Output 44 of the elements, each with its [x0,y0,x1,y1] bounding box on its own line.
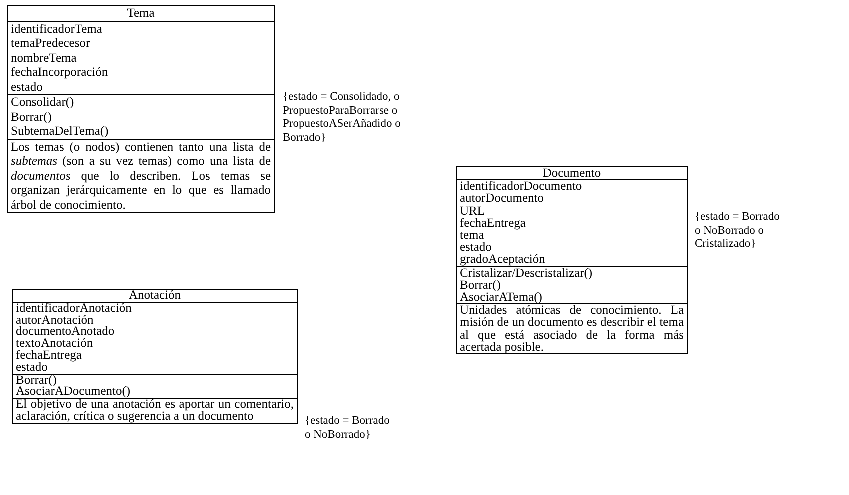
method-name: SubtemaDelTema() [11,124,110,138]
constraint-note: {estado = Consolidado, o PropuestoParaBorrarse o PropuestoASerAñadido o Borrado} [283,91,402,145]
attribute-name: nombreTema [11,50,78,65]
attribute-name: estado [460,241,492,254]
attribute-name: autorAnotación [16,314,94,326]
methods-section [457,266,687,304]
method-name: AsociarATema() [460,291,544,304]
method-name: Borrar() [11,110,53,124]
attribute-name: gradoAceptación [460,253,546,266]
methods-section [8,94,274,138]
attribute-name: identificadorAnotación [16,302,133,315]
attribute-name: URL [460,204,486,217]
attribute-name: identificadorDocumento [460,180,584,192]
attributes-section [13,302,297,374]
attributes-section [8,20,274,94]
class-box [456,166,688,354]
class-name: Anotación [128,290,182,302]
class-box [12,289,298,424]
attribute-name: fechaIncorporación [11,65,110,80]
attribute-name: fechaEntrega [16,350,83,362]
description-text: Unidades atómicas de conocimiento. La misión de un documento es describir el tema al que está asociado de la forma más acertada posible. [460,304,684,354]
method-name: Borrar() [16,374,57,386]
attribute-name: fechaEntrega [460,216,527,230]
attribute-name: temaPredecesor [11,36,92,50]
attribute-name: tema [460,229,484,242]
attribute-name: estado [16,362,48,374]
method-name: Borrar() [460,278,501,292]
attributes-section [457,179,687,266]
attribute-name: identificadorTema [11,22,104,36]
attribute-name: documentoAnotado [16,326,116,338]
class-name: Tema [126,6,156,20]
method-name: Consolidar() [11,95,76,110]
method-name: Cristalizar/Descristalizar() [460,266,594,279]
attribute-name: estado [11,80,44,94]
attribute-name: textoAnotación [16,338,94,350]
description-text: El objetivo de una anotación es aportar un comentario, aclaración, crítica o sugerencia a un documento [16,399,294,423]
class-box [7,5,275,213]
methods-section [13,374,297,398]
constraint-note: {estado = Borrado o NoBorrado} [305,415,391,442]
description-text: Los temas (o nodos) contienen tanto una lista de subtemas (son a su vez temas) como una lista de documentos que lo describen. Los temas se organizan jerárquicamente en lo que es llamado árbol de conocimiento. [11,140,271,212]
method-name: AsociarADocumento() [16,386,132,398]
constraint-note: {estado = Borrado o NoBorrado o Cristalizado} [695,211,781,252]
class-name: Documento [542,167,602,180]
attribute-name: autorDocumento [460,192,546,205]
